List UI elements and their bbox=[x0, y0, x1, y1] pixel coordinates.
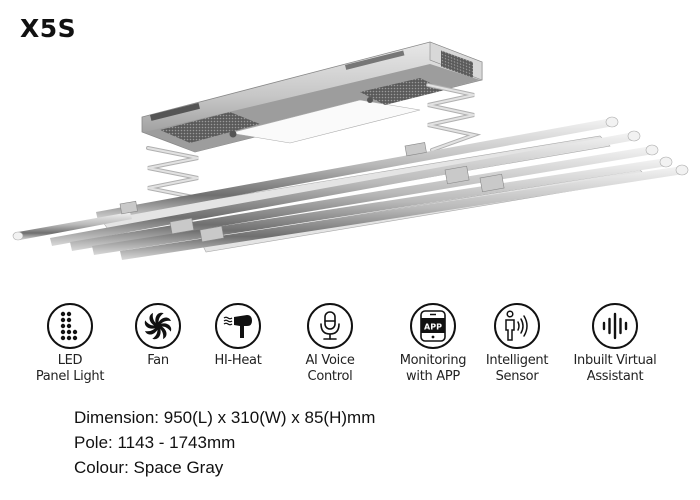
feature-led-panel-light: LED Panel Light bbox=[15, 303, 125, 385]
app-phone-icon: APP bbox=[410, 303, 456, 349]
sound-wave-icon bbox=[592, 303, 638, 349]
spec-dimension: Dimension: 950(L) x 310(W) x 85(H)mm bbox=[74, 408, 376, 427]
microphone-icon bbox=[307, 303, 353, 349]
feature-label: Fan bbox=[147, 353, 169, 368]
feature-label: Inbuilt Virtual Assistant bbox=[573, 353, 657, 384]
spec-colour: Colour: Space Gray bbox=[74, 458, 224, 477]
feature-inbuilt-virtual-assistant: Inbuilt Virtual Assistant bbox=[560, 303, 670, 385]
feature-intelligent-sensor: Intelligent Sensor bbox=[462, 303, 572, 385]
person-sensor-icon bbox=[494, 303, 540, 349]
feature-fan: Fan bbox=[103, 303, 213, 369]
feature-label: Intelligent Sensor bbox=[485, 353, 549, 384]
feature-label: LED Panel Light bbox=[35, 353, 105, 384]
feature-label: HI-Heat bbox=[214, 353, 262, 368]
led-panel-icon bbox=[47, 303, 93, 349]
specifications: Dimension: 950(L) x 310(W) x 85(H)mm Pol… bbox=[74, 405, 375, 480]
hair-dryer-icon bbox=[215, 303, 261, 349]
feature-ai-voice-control: AI Voice Control bbox=[275, 303, 385, 385]
feature-hi-heat: HI-Heat bbox=[183, 303, 293, 369]
fan-icon bbox=[135, 303, 181, 349]
svg-text:APP: APP bbox=[424, 323, 442, 332]
spec-pole: Pole: 1143 - 1743mm bbox=[74, 433, 236, 452]
product-model-title: X5S bbox=[20, 14, 77, 43]
feature-label: Monitoring with APP bbox=[399, 353, 467, 384]
feature-monitoring-with-app: APP Monitoring with APP bbox=[378, 303, 488, 385]
drying-rack-image bbox=[12, 41, 689, 260]
feature-label: AI Voice Control bbox=[305, 353, 355, 384]
